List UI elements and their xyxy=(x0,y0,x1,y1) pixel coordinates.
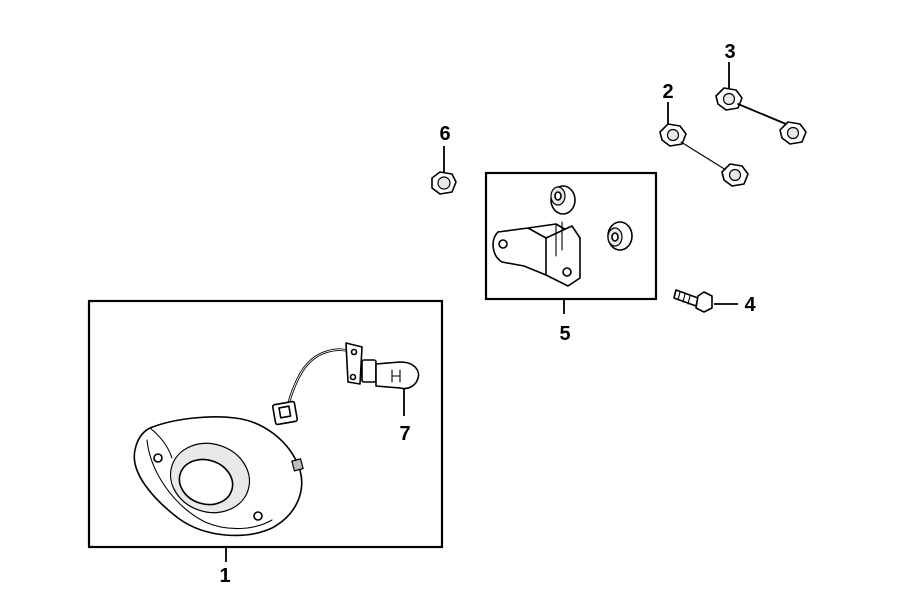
grommet-right xyxy=(607,221,633,251)
callout-4: 4 xyxy=(744,294,756,316)
callout-5: 5 xyxy=(559,323,570,345)
nut-part-3 xyxy=(715,87,807,145)
callout-1: 1 xyxy=(219,565,230,587)
callout-3: 3 xyxy=(724,41,735,63)
nut-part-2 xyxy=(659,123,749,187)
group-box-lamp-assembly xyxy=(87,299,444,549)
grommet-upper xyxy=(550,185,576,215)
nut-part-6 xyxy=(431,171,457,195)
wire-harness xyxy=(271,348,354,426)
bolt-part-4 xyxy=(673,289,713,313)
bulb xyxy=(345,342,420,390)
callout-2: 2 xyxy=(662,81,673,103)
lamp-housing xyxy=(133,416,304,537)
group-box-bracket xyxy=(484,171,658,301)
callout-7: 7 xyxy=(399,423,410,445)
callout-6: 6 xyxy=(439,123,450,145)
mounting-bracket xyxy=(492,221,581,287)
